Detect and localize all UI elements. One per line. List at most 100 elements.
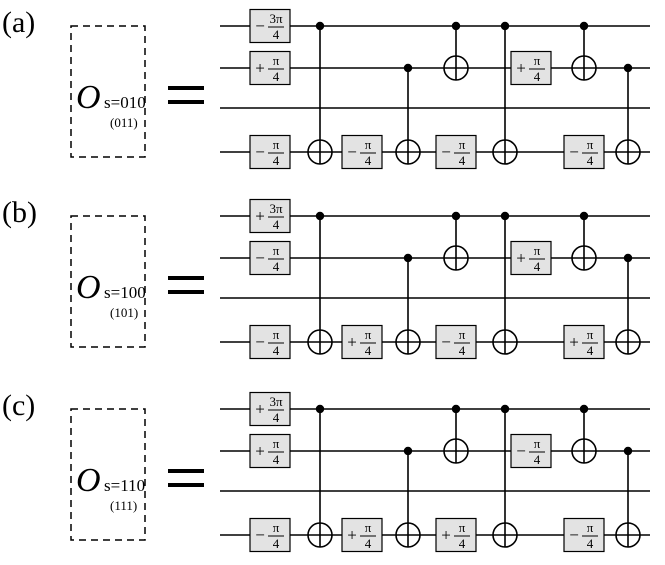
- control-dot: [500, 404, 510, 414]
- oracle-box: [70, 25, 146, 158]
- cnot-gate: [492, 21, 518, 165]
- gate-numerator: π: [459, 137, 466, 152]
- gate-numerator: 3π: [269, 201, 283, 216]
- gate-sign: +: [347, 526, 357, 545]
- gate-denominator: 4: [587, 343, 594, 358]
- gate-box: [249, 50, 291, 86]
- rotation-gate: −π4: [435, 134, 477, 170]
- panel-label: (c): [2, 389, 35, 422]
- control-dot: [315, 211, 325, 221]
- gate-box: [249, 240, 291, 276]
- gate-box: [249, 8, 291, 44]
- rotation-gate: −π4: [249, 517, 291, 553]
- rotation-gate: +3π4: [249, 198, 291, 234]
- cnot-gate: [492, 404, 518, 548]
- rotation-gate: −π4: [341, 134, 383, 170]
- rotation-gate: +π4: [249, 433, 291, 469]
- gate-numerator: π: [459, 520, 466, 535]
- panel-2: (c)Os=110(111)=+3π4+π4−π4+π4+π4−π4−π4: [2, 389, 650, 553]
- control-dot: [403, 446, 413, 456]
- gate-box: [510, 50, 552, 86]
- rotation-gate: +3π4: [249, 391, 291, 427]
- equals-bar-bottom: [168, 100, 204, 104]
- control-dot: [451, 211, 461, 221]
- rotation-gate: −3π4: [249, 8, 291, 44]
- gate-box: [341, 324, 383, 360]
- oracle-symbol: O: [76, 79, 101, 116]
- gate-denominator: 4: [273, 452, 280, 467]
- cnot-gate: [571, 21, 597, 81]
- gate-box: [249, 517, 291, 553]
- rotation-gate: +π4: [435, 517, 477, 553]
- rotation-gate: +π4: [510, 50, 552, 86]
- panel-label: (a): [2, 6, 35, 39]
- control-dot: [579, 21, 589, 31]
- cnot-gate: [395, 63, 421, 165]
- gate-numerator: π: [273, 137, 280, 152]
- rotation-gate: −π4: [249, 324, 291, 360]
- gate-box: [435, 134, 477, 170]
- gate-sign: −: [569, 143, 579, 162]
- gate-numerator: π: [587, 137, 594, 152]
- gate-sign: +: [569, 333, 579, 352]
- control-dot: [623, 253, 633, 263]
- rotation-gate: −π4: [249, 240, 291, 276]
- cnot-gate: [492, 211, 518, 355]
- gate-numerator: π: [365, 137, 372, 152]
- gate-numerator: π: [534, 436, 541, 451]
- gate-denominator: 4: [273, 69, 280, 84]
- equals-bar-top: [168, 86, 204, 90]
- control-dot: [623, 446, 633, 456]
- gate-numerator: π: [459, 327, 466, 342]
- control-dot: [500, 21, 510, 31]
- rotation-gate: −π4: [435, 324, 477, 360]
- gate-denominator: 4: [459, 536, 466, 551]
- gate-box: [249, 433, 291, 469]
- gate-denominator: 4: [273, 153, 280, 168]
- gate-numerator: π: [587, 327, 594, 342]
- gate-denominator: 4: [273, 536, 280, 551]
- rotation-gate: +π4: [249, 50, 291, 86]
- gate-box: [510, 240, 552, 276]
- gate-numerator: π: [273, 520, 280, 535]
- rotation-gate: +π4: [510, 240, 552, 276]
- gate-sign: +: [516, 249, 526, 268]
- gate-box: [249, 391, 291, 427]
- control-dot: [500, 211, 510, 221]
- oracle-alt-label: (111): [110, 498, 137, 513]
- equals-bar-bottom: [168, 290, 204, 294]
- rotation-gate: −π4: [563, 134, 605, 170]
- gate-numerator: π: [365, 520, 372, 535]
- gate-numerator: π: [273, 327, 280, 342]
- control-dot: [623, 63, 633, 73]
- cnot-gate: [615, 63, 641, 165]
- gate-numerator: π: [365, 327, 372, 342]
- control-dot: [403, 253, 413, 263]
- gate-numerator: π: [273, 436, 280, 451]
- gate-box: [249, 324, 291, 360]
- gate-sign: +: [255, 59, 265, 78]
- control-dot: [451, 21, 461, 31]
- gate-sign: +: [516, 59, 526, 78]
- gate-sign: −: [347, 143, 357, 162]
- gate-denominator: 4: [459, 343, 466, 358]
- gate-numerator: 3π: [269, 394, 283, 409]
- equals-bar-bottom: [168, 483, 204, 487]
- oracle-subscript: s=010: [104, 93, 146, 112]
- gate-numerator: π: [587, 520, 594, 535]
- gate-sign: +: [255, 400, 265, 419]
- gate-box: [249, 198, 291, 234]
- gate-sign: +: [347, 333, 357, 352]
- gate-box: [341, 134, 383, 170]
- oracle-box: [70, 408, 146, 541]
- gate-denominator: 4: [273, 259, 280, 274]
- cnot-gate: [443, 211, 469, 271]
- cnot-gate: [395, 253, 421, 355]
- gate-box: [510, 433, 552, 469]
- gate-sign: −: [255, 17, 265, 36]
- gate-denominator: 4: [587, 536, 594, 551]
- gate-box: [435, 324, 477, 360]
- equals-bar-top: [168, 469, 204, 473]
- rotation-gate: +π4: [341, 324, 383, 360]
